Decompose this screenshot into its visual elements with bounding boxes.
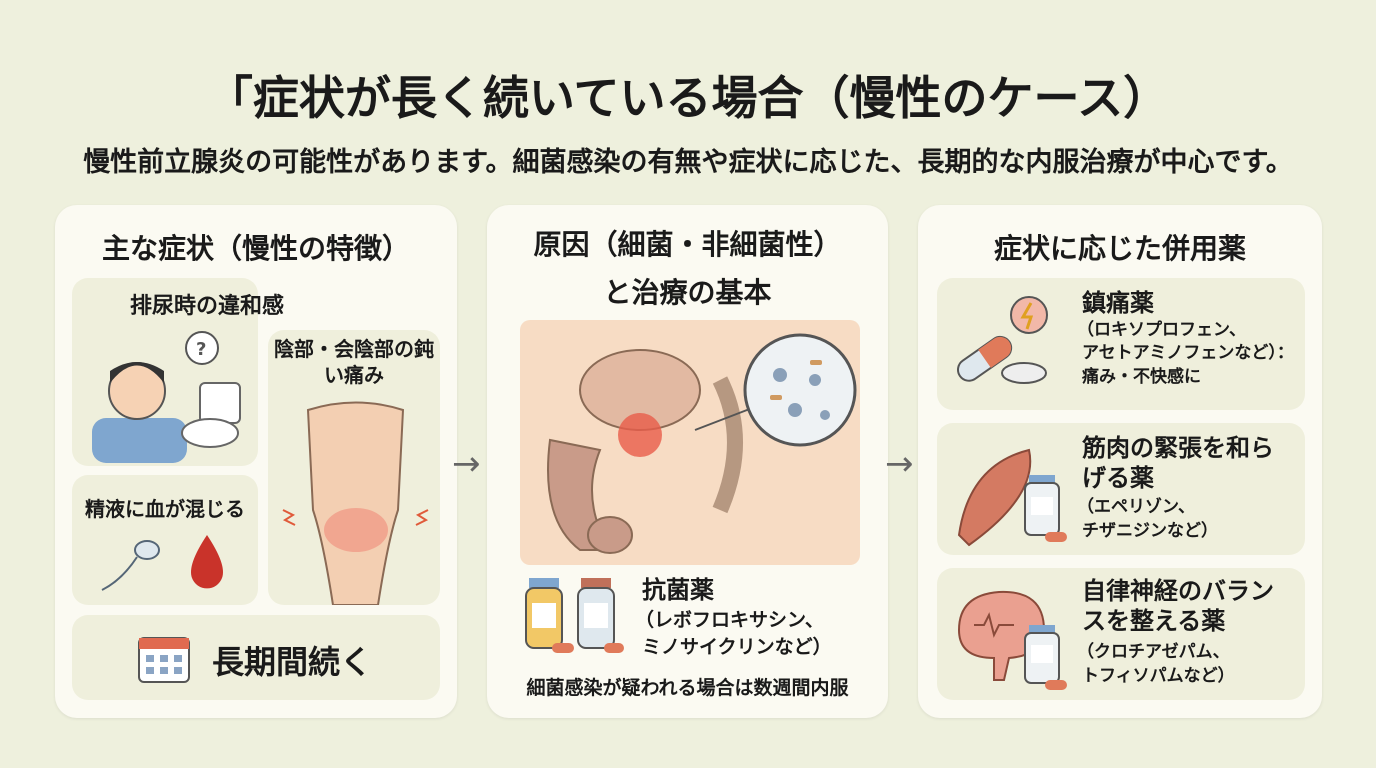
symptoms-heading: 主な症状（慢性の特徴） — [101, 232, 410, 265]
prostate-illustration — [520, 320, 860, 565]
arrow-right-icon: → — [885, 444, 914, 484]
pain-card: 陰部・会陰部の鈍い痛み — [268, 330, 440, 605]
antibiotic-note: 細菌感染が疑われる場合は数週間内服 — [526, 677, 849, 699]
calendar-icon — [138, 637, 190, 683]
antibiotic-title: 抗菌薬 — [642, 576, 714, 604]
arrow-right-icon: → — [452, 444, 481, 484]
muscle-bottle-icon — [957, 448, 1067, 547]
painkiller-line-3: 痛み・不快感に — [1082, 367, 1201, 387]
autonomic-line-1: （クロチアゼパム、 — [1077, 642, 1230, 662]
cause-heading-line1: 原因（細菌・非細菌性） — [533, 228, 842, 261]
muscle-relaxant-line-2: チザニジンなど） — [1082, 521, 1218, 541]
pelvic-pain-icon — [282, 401, 429, 605]
cause-treatment-panel: 原因（細菌・非細菌性） と治療の基本 抗菌薬 （レボフロキサシン、 ミノサイクリ… — [487, 205, 888, 718]
autonomic-card: 自律神経のバランスを整える薬 （クロチアゼパム、 トフィソパムなど） — [937, 568, 1305, 700]
blood-label: 精液に血が混じる — [85, 497, 245, 521]
svg-text:?: ? — [196, 339, 206, 360]
duration-label: 長期間続く — [212, 643, 373, 681]
muscle-relaxant-title: 筋肉の緊張を和らげる薬 — [1082, 434, 1274, 492]
symptoms-panel: 主な症状（慢性の特徴） 排尿時の違和感 ? 陰部・会陰部の鈍い痛み 精液に血が混… — [55, 205, 457, 718]
muscle-relaxant-card: 筋肉の緊張を和らげる薬 （エペリゾン、 チザニジンなど） — [937, 423, 1305, 555]
painkiller-line-2: アセトアミノフェンなど）： — [1082, 343, 1294, 363]
antibiotic-bottles-icon — [525, 578, 624, 653]
page-title: 「症状が長く続いている場合（慢性のケース） — [206, 71, 1170, 125]
duration-card: 長期間続く — [72, 615, 440, 700]
cause-heading-line2: と治療の基本 — [603, 276, 772, 309]
autonomic-title: 自律神経のバランスを整える薬 — [1082, 577, 1274, 635]
page-subtitle: 慢性前立腺炎の可能性があります。細菌感染の有無や症状に応じた、長期的な内服治療が… — [83, 147, 1293, 178]
sperm-blood-icon — [101, 535, 223, 591]
combination-heading: 症状に応じた併用薬 — [993, 232, 1246, 265]
painkiller-pills-icon — [957, 296, 1048, 384]
painkiller-line-1: （ロキソプロフェン、 — [1077, 320, 1246, 340]
antibiotic-examples-2: ミノサイクリンなど） — [642, 636, 832, 658]
antibiotic-examples-1: （レボフロキサシン、 — [635, 609, 824, 631]
urination-card: 排尿時の違和感 ? — [72, 278, 284, 466]
combination-drugs-panel: 症状に応じた併用薬 鎮痛薬 （ロキソプロフェン、 アセトアミノフェンなど）： 痛… — [918, 205, 1322, 718]
man-toilet-icon: ? — [92, 331, 241, 463]
brain-bottle-icon — [957, 590, 1067, 690]
painkiller-card: 鎮痛薬 （ロキソプロフェン、 アセトアミノフェンなど）： 痛み・不快感に — [937, 278, 1305, 410]
autonomic-line-2: トフィソパムなど） — [1082, 666, 1235, 686]
urination-label: 排尿時の違和感 — [129, 294, 284, 319]
muscle-relaxant-line-1: （エペリゾン、 — [1077, 497, 1195, 517]
painkiller-title: 鎮痛薬 — [1082, 289, 1154, 317]
pain-label: 陰部・会陰部の鈍い痛み — [274, 337, 434, 387]
blood-card: 精液に血が混じる — [72, 475, 258, 605]
